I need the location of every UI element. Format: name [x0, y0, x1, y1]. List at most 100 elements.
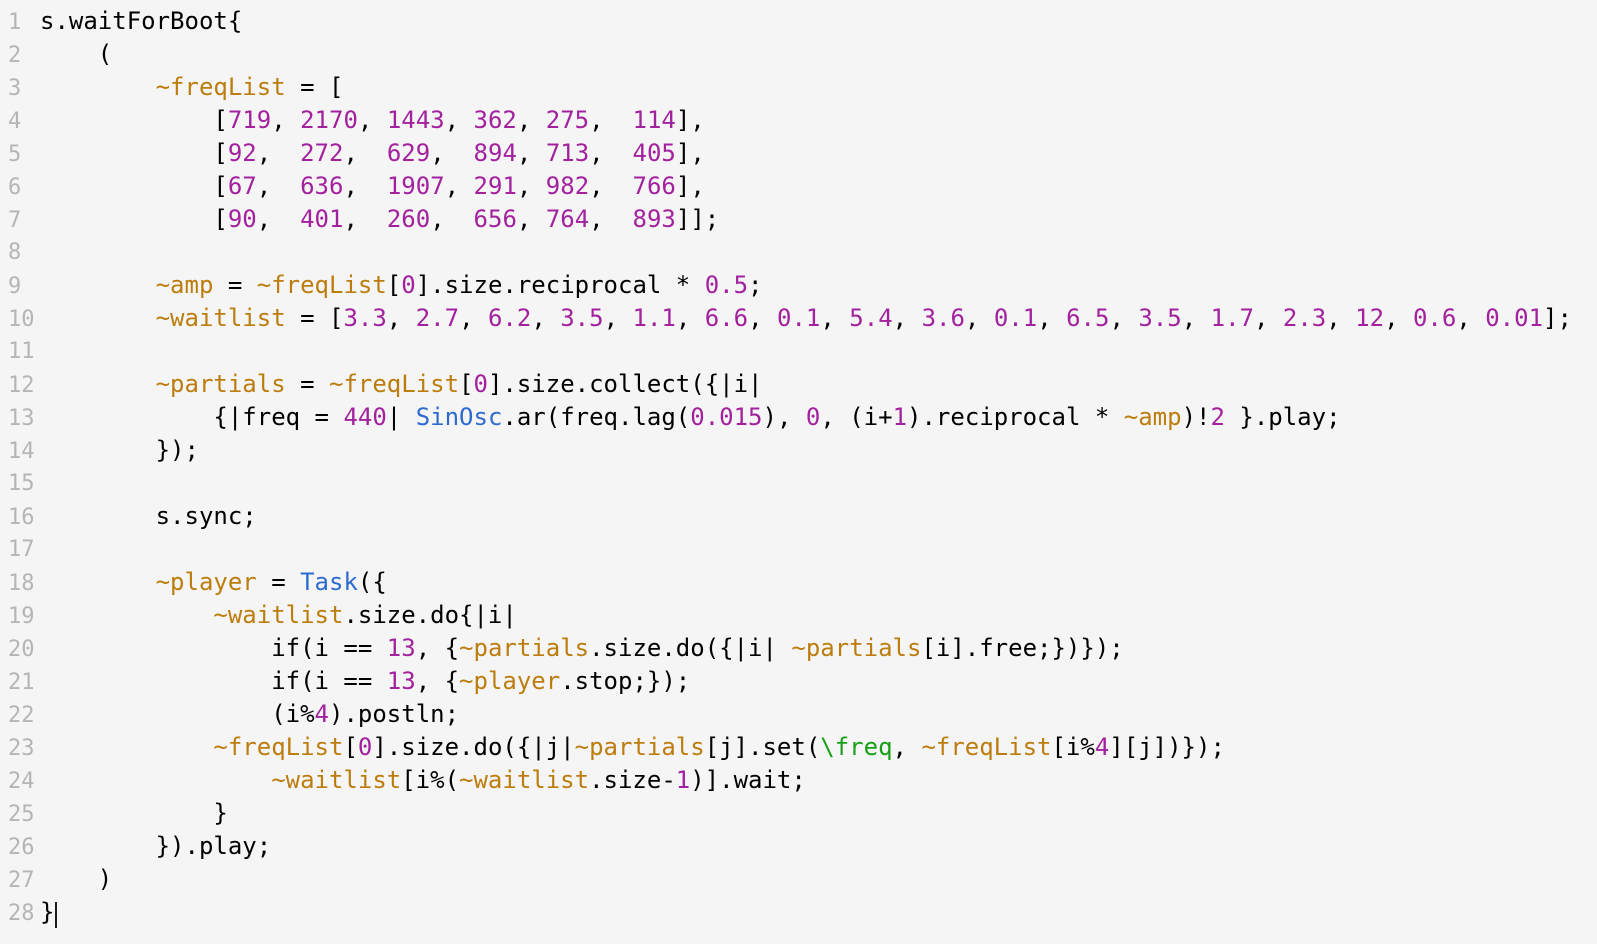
code-line[interactable]: 17 — [0, 533, 1597, 566]
code-line-text[interactable]: } — [40, 896, 58, 929]
code-line-text[interactable]: ~freqList = [ — [40, 71, 344, 104]
code-line[interactable]: 12 ~partials = ~freqList[0].size.collect… — [0, 368, 1597, 401]
token-num: 440 — [343, 403, 387, 431]
code-line[interactable]: 27 ) — [0, 863, 1597, 896]
code-line-text[interactable]: }).play; — [40, 830, 272, 863]
code-line-text[interactable]: }); — [40, 434, 199, 467]
token-env: ~partials — [155, 370, 286, 398]
token-num: 764 — [545, 205, 590, 233]
token-plain: }); — [40, 436, 199, 464]
token-num: 3.3 — [343, 304, 387, 332]
token-plain: , — [430, 139, 474, 167]
code-line-text[interactable]: {|freq = 440| SinOsc.ar(freq.lag(0.015),… — [40, 401, 1340, 434]
token-env: ~freqList — [213, 733, 344, 761]
code-line[interactable]: 15 — [0, 467, 1597, 500]
code-line[interactable]: 14 }); — [0, 434, 1597, 467]
code-line[interactable]: 6 [67, 636, 1907, 291, 982, 766], — [0, 170, 1597, 203]
token-plain: , — [1181, 304, 1211, 332]
code-line-text[interactable]: ~waitlist[i%(~waitlist.size-1)].wait; — [40, 764, 806, 797]
token-plain: , — [386, 304, 416, 332]
token-num: 405 — [632, 139, 676, 167]
code-line[interactable]: 9 ~amp = ~freqList[0].size.reciprocal * … — [0, 269, 1597, 302]
code-line-text[interactable]: s.sync; — [40, 500, 257, 533]
token-plain: }).play; — [40, 832, 272, 860]
token-num: 1 — [892, 403, 908, 431]
token-plain: [j].set( — [704, 733, 821, 761]
token-plain — [40, 304, 156, 332]
code-line-text[interactable]: ~partials = ~freqList[0].size.collect({|… — [40, 368, 763, 401]
token-plain: ], — [675, 139, 705, 167]
code-line[interactable]: 19 ~waitlist.size.do{|i| — [0, 599, 1597, 632]
token-num: 13 — [386, 667, 416, 695]
token-plain — [40, 766, 271, 794]
token-env: ~waitlist — [155, 304, 286, 332]
code-line-text[interactable]: ( — [40, 38, 112, 71]
token-plain: .size- — [589, 766, 676, 794]
token-plain: , — [256, 139, 301, 167]
code-line-text[interactable]: [92, 272, 629, 894, 713, 405], — [40, 137, 705, 170]
code-line[interactable]: 8 — [0, 236, 1597, 269]
token-plain: {|freq = — [40, 403, 344, 431]
token-env: ~freqList — [256, 271, 387, 299]
code-line-text[interactable]: s.waitForBoot{ — [40, 5, 242, 38]
token-plain: ].size.do({|j| — [372, 733, 575, 761]
code-line[interactable]: 4 [719, 2170, 1443, 362, 275, 114], — [0, 104, 1597, 137]
code-line[interactable]: 22 (i%4).postln; — [0, 698, 1597, 731]
token-plain — [40, 271, 156, 299]
token-plain: (i% — [40, 700, 315, 728]
code-line[interactable]: 18 ~player = Task({ — [0, 566, 1597, 599]
code-line[interactable]: 26 }).play; — [0, 830, 1597, 863]
code-line-text[interactable]: if(i == 13, {~partials.size.do({|i| ~par… — [40, 632, 1124, 665]
token-plain: , — [1109, 304, 1139, 332]
token-plain: , — [1253, 304, 1283, 332]
code-line-text[interactable]: [90, 401, 260, 656, 764, 893]]; — [40, 203, 719, 236]
token-plain: [i% — [1051, 733, 1095, 761]
code-line[interactable]: 13 {|freq = 440| SinOsc.ar(freq.lag(0.01… — [0, 401, 1597, 434]
line-number: 12 — [8, 373, 35, 398]
code-line[interactable]: 11 — [0, 335, 1597, 368]
code-line[interactable]: 10 ~waitlist = [3.3, 2.7, 6.2, 3.5, 1.1,… — [0, 302, 1597, 335]
code-line-text[interactable]: ~amp = ~freqList[0].size.reciprocal * 0.… — [40, 269, 763, 302]
code-line[interactable]: 3 ~freqList = [ — [0, 71, 1597, 104]
line-number: 17 — [8, 537, 35, 562]
token-num: 1907 — [386, 172, 445, 200]
code-line[interactable]: 7 [90, 401, 260, 656, 764, 893]]; — [0, 203, 1597, 236]
token-num: 0.1 — [777, 304, 821, 332]
token-plain: .size.do({|i| — [589, 634, 792, 662]
code-line[interactable]: 21 if(i == 13, {~player.stop;}); — [0, 665, 1597, 698]
token-plain: if(i == — [40, 634, 387, 662]
token-num: 0 — [473, 370, 488, 398]
code-line-text[interactable]: } — [40, 797, 227, 830]
code-line-text[interactable]: ~waitlist = [3.3, 2.7, 6.2, 3.5, 1.1, 6.… — [40, 302, 1572, 335]
code-line[interactable]: 24 ~waitlist[i%(~waitlist.size-1)].wait; — [0, 764, 1597, 797]
token-plain: [ — [40, 172, 228, 200]
token-class: SinOsc — [415, 403, 503, 431]
token-plain: ]; — [1543, 304, 1572, 332]
code-line-text[interactable]: [719, 2170, 1443, 362, 275, 114], — [40, 104, 704, 137]
token-num: 0.1 — [993, 304, 1038, 332]
token-plain: , — [964, 304, 994, 332]
code-line-text[interactable]: (i%4).postln; — [40, 698, 459, 731]
code-line[interactable]: 25 } — [0, 797, 1597, 830]
code-line-text[interactable]: ~player = Task({ — [40, 566, 387, 599]
code-line-text[interactable]: ~freqList[0].size.do({|j|~partials[j].se… — [40, 731, 1225, 764]
code-line[interactable]: 20 if(i == 13, {~partials.size.do({|i| ~… — [0, 632, 1597, 665]
code-line[interactable]: 28} — [0, 896, 1597, 929]
code-line[interactable]: 16 s.sync; — [0, 500, 1597, 533]
line-number: 26 — [8, 835, 35, 860]
code-line-text[interactable]: if(i == 13, {~player.stop;}); — [40, 665, 690, 698]
line-number: 24 — [8, 769, 35, 794]
code-line[interactable]: 5 [92, 272, 629, 894, 713, 405], — [0, 137, 1597, 170]
token-plain: , — [589, 106, 633, 134]
token-num: 4 — [314, 700, 329, 728]
token-plain: [ — [40, 205, 228, 233]
code-line[interactable]: 23 ~freqList[0].size.do({|j|~partials[j]… — [0, 731, 1597, 764]
code-line-text[interactable]: ~waitlist.size.do{|i| — [40, 599, 516, 632]
code-line-text[interactable]: ) — [40, 863, 112, 896]
code-line[interactable]: 2 ( — [0, 38, 1597, 71]
code-line-text[interactable]: [67, 636, 1907, 291, 982, 766], — [40, 170, 704, 203]
token-num: 656 — [473, 205, 517, 233]
token-plain: , { — [415, 634, 460, 662]
